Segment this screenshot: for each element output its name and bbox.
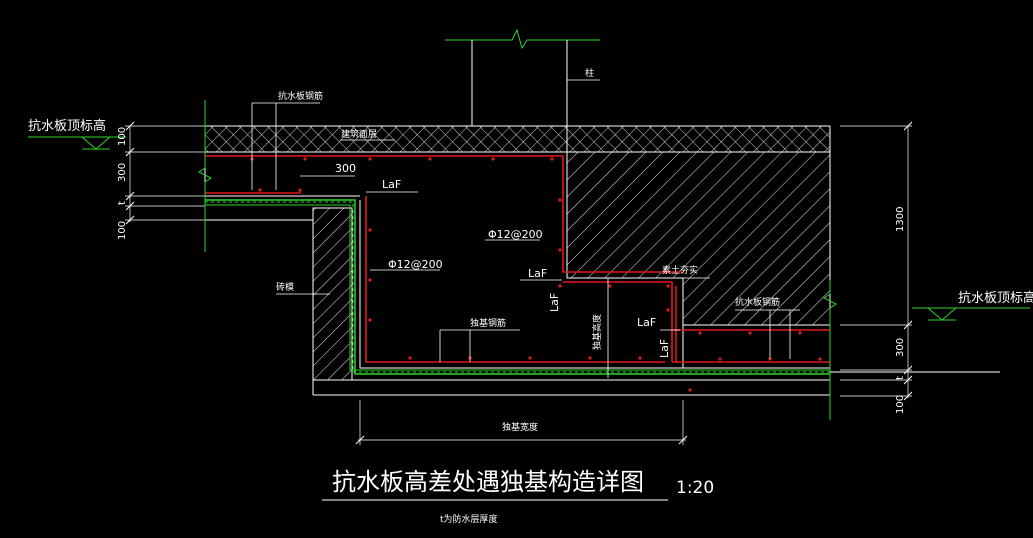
left-dim-4: 100	[117, 221, 128, 240]
waterproof-layer	[205, 199, 830, 375]
drawing-scale: 1:20	[676, 478, 714, 498]
laf-label-4: LaF	[637, 316, 656, 329]
rebar-dots	[250, 157, 822, 392]
laf-label-2: LaF	[528, 267, 547, 280]
finish-layer-label: 建筑面层	[341, 128, 377, 140]
laf-label-3: LaF	[548, 293, 561, 312]
inner-dim-300: 300	[335, 162, 356, 175]
rebar-spec-2: Φ12@200	[388, 258, 443, 271]
elevation-marker-right	[912, 307, 1030, 321]
elevation-marker-left	[28, 136, 126, 150]
left-dim-1: 100	[117, 127, 128, 146]
right-dim-4: 100	[895, 395, 906, 414]
slab-rebar-label-right: 抗水板钢筋	[735, 296, 780, 308]
footing-width-label: 独基宽度	[502, 421, 538, 433]
drawing-note: t为防水层厚度	[440, 513, 498, 525]
footing-height-label: 独基高度	[591, 314, 603, 350]
rebar-spec-1: Φ12@200	[488, 228, 543, 241]
bottom-dimension	[355, 400, 688, 445]
elevation-label-right: 抗水板顶标高	[958, 290, 1033, 306]
left-dim-3: t	[117, 201, 128, 205]
drawing-title: 抗水板高差处遇独基构造详图	[332, 468, 644, 496]
footing-body	[359, 152, 830, 369]
left-dimensions	[125, 100, 212, 252]
column-label: 柱	[585, 67, 594, 79]
right-dim-3: t	[895, 376, 906, 380]
right-dim-1: 1300	[895, 207, 906, 232]
fill-label: 素土夯实	[662, 264, 698, 276]
finish-layer	[204, 125, 830, 153]
left-dim-2: 300	[117, 163, 128, 182]
right-dim-2: 300	[895, 338, 906, 357]
laf-label-1: LaF	[382, 178, 401, 191]
column-outline	[445, 28, 600, 152]
elevation-label-left: 抗水板顶标高	[28, 118, 106, 134]
right-dimensions	[823, 121, 1000, 420]
brick-mold-label: 砖模	[276, 281, 294, 293]
leaders	[251, 102, 800, 378]
right-concrete-block	[566, 125, 831, 326]
laf-label-5: LaF	[658, 339, 671, 358]
footing-rebar-label: 独基钢筋	[470, 317, 506, 329]
slab-rebar-label-left: 抗水板钢筋	[278, 90, 323, 102]
